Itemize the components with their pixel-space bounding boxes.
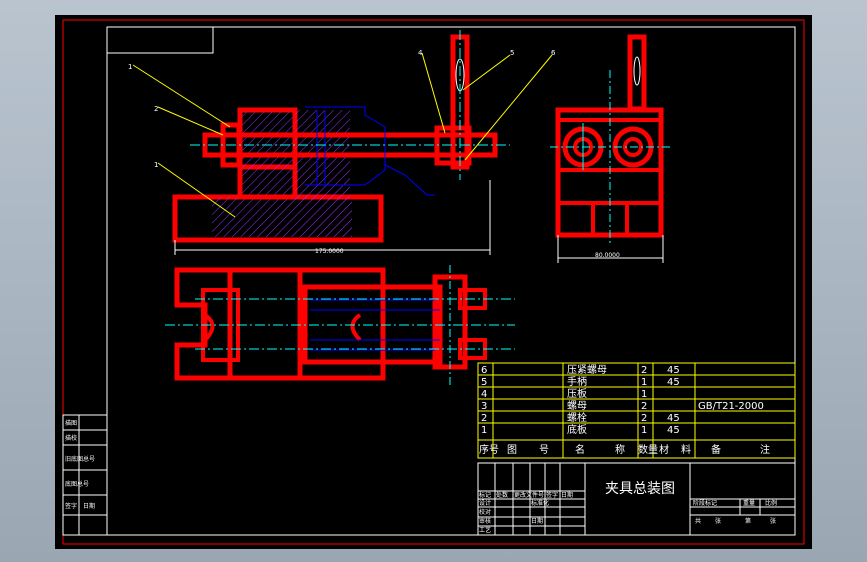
sheet-label: 张 [770,517,776,525]
inner-frame [106,26,796,536]
cell-qty: 2 [641,401,647,412]
role-label: 设计 [479,499,491,507]
header-note-2: 注 [760,443,770,456]
cell-no: 5 [481,377,487,388]
cell-name: 手柄 [567,375,587,388]
top-view [165,265,515,385]
header-code-2: 号 [539,444,549,456]
table-row: 3 螺母 2 GB/T21-2000 [481,400,764,412]
front-view: 175.0000 [172,30,510,255]
header-note-1: 备 [711,443,721,456]
cad-viewport[interactable]: 描图 描校 旧底图总号 底图总号 签字 日期 175.0000 [55,15,812,549]
cell-name: 底板 [567,423,587,436]
callout-label: 4 [418,49,423,57]
std-label: 日期 [531,517,543,525]
dim-front-width: 175.0000 [315,248,344,255]
drawing-canvas: 描图 描校 旧底图总号 底图总号 签字 日期 175.0000 [62,19,805,545]
callout-label: 5 [510,49,514,57]
title-block: 标记 处数 更改文件号 签字 日期 设计 校对 审核 工艺 标准化 日期 夹具总… [477,462,796,536]
cell-material: 45 [667,425,680,436]
std-label: 标准化 [531,499,549,507]
cell-no: 1 [481,425,487,436]
stage-label: 重量 [743,499,755,507]
cell-name: 螺栓 [567,411,587,424]
table-row: 5 手柄 1 45 [481,375,680,388]
cell-material: 45 [667,377,680,388]
callout-label: 1 [128,63,132,71]
callout-label: 1 [154,161,158,169]
header-name-2: 称 [615,443,625,456]
rev-label: 处数 [496,491,508,499]
stage-label: 阶段标记 [693,499,717,507]
cell-qty: 2 [641,413,647,424]
callouts: 1 2 1 4 5 6 [128,49,556,218]
role-label: 校对 [479,508,491,516]
cell-name: 压板 [567,387,587,400]
header-qty: 数量 [638,443,658,456]
side-strip-label: 旧底图总号 [65,455,95,463]
side-view: 80.0000 [550,34,670,263]
cell-material: 45 [667,365,680,376]
table-row: 6 压紧螺母 2 45 [481,364,680,376]
sheet-label: 张 [715,517,721,525]
table-row: 4 压板 1 [481,387,647,400]
dim-side-width: 80.0000 [595,252,620,259]
side-strip-label: 日期 [83,502,95,510]
cell-name: 螺母 [567,400,587,412]
cell-qty: 2 [641,365,647,376]
header-no: 序号 [479,443,499,456]
cell-qty: 1 [641,377,647,388]
stage-label: 比例 [765,499,777,507]
cell-no: 2 [481,413,487,424]
cell-note: GB/T21-2000 [698,401,764,412]
side-strip-label: 描图 [65,419,77,427]
header-material-1: 材 [659,443,669,456]
rev-label: 更改文件号 [514,491,544,499]
cell-no: 4 [481,389,487,400]
table-row: 1 底板 1 45 [481,423,680,436]
header-code-1: 图 [507,444,517,456]
cell-no: 6 [481,365,487,376]
sheet-label: 第 [745,517,751,525]
drawing-title: 夹具总装图 [605,481,675,497]
rev-label: 签字 [546,491,558,499]
top-left-box [106,26,214,54]
cell-qty: 1 [641,389,647,400]
side-strip-label: 底图总号 [65,480,89,488]
table-row: 2 螺栓 2 45 [481,411,680,424]
role-label: 审核 [479,517,491,525]
side-strip-label: 签字 [65,502,77,510]
header-name-1: 名 [575,443,585,456]
rev-label: 日期 [561,491,573,499]
outer-frame [62,19,805,545]
role-label: 工艺 [479,526,491,534]
side-strip: 描图 描校 旧底图总号 底图总号 签字 日期 [62,414,108,536]
callout-label: 6 [551,49,556,57]
rev-label: 标记 [479,491,491,499]
side-strip-label: 描校 [65,434,77,442]
sheet-label: 共 [695,517,701,525]
cell-no: 3 [481,401,487,412]
cell-qty: 1 [641,425,647,436]
callout-label: 2 [154,105,158,113]
header-material-2: 料 [681,443,691,456]
cell-material: 45 [667,413,680,424]
cell-name: 压紧螺母 [567,364,607,376]
